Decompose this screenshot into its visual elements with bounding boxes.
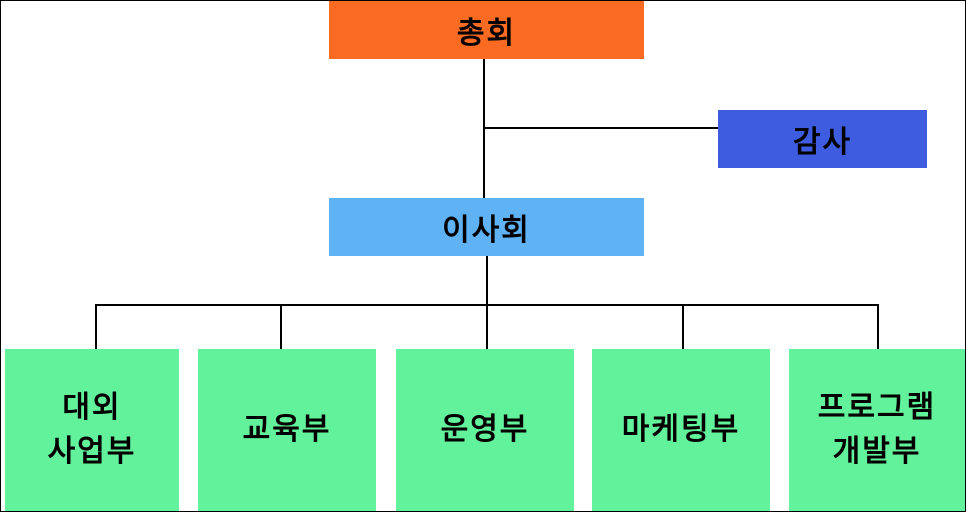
- department-label-line1: 대외: [62, 390, 122, 425]
- department-box-external-affairs: 대외 사업부: [5, 349, 179, 511]
- connector-dept-5: [877, 304, 879, 350]
- audit-label: 감사: [792, 125, 853, 160]
- department-box-operations: 운영부: [396, 349, 574, 511]
- general-assembly-label: 총회: [456, 16, 517, 51]
- connector-dept-1: [95, 304, 97, 350]
- connector-dept-3: [486, 304, 488, 350]
- connector-assembly-to-board: [483, 59, 485, 199]
- department-box-marketing: 마케팅부: [592, 349, 770, 511]
- connector-to-audit: [483, 127, 719, 129]
- board-label: 이사회: [442, 213, 531, 248]
- department-box-education: 교육부: [198, 349, 376, 511]
- board-box: 이사회: [329, 198, 644, 256]
- department-box-program-development: 프로그램 개발부: [789, 349, 965, 511]
- department-label-line1: 프로그램: [817, 390, 937, 425]
- department-label-line2: 사업부: [47, 434, 137, 469]
- connector-dept-2: [280, 304, 282, 350]
- connector-board-to-departments: [486, 255, 488, 305]
- audit-box: 감사: [718, 110, 927, 168]
- department-label-line1: 운영부: [440, 412, 530, 447]
- department-label-line2: 개발부: [832, 434, 922, 469]
- department-label-line1: 교육부: [242, 412, 332, 447]
- department-label-line1: 마케팅부: [621, 412, 741, 447]
- general-assembly-box: 총회: [329, 1, 644, 59]
- connector-dept-4: [682, 304, 684, 350]
